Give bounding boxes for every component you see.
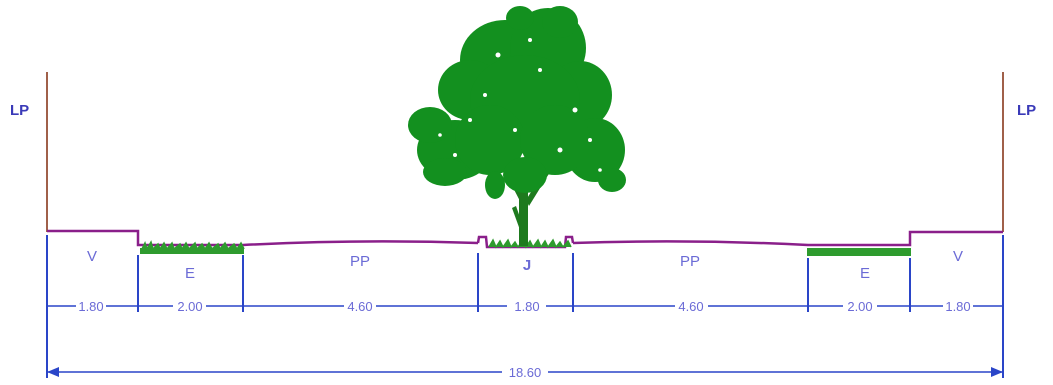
zone-label-median: J [523, 257, 531, 274]
lp-label-right: LP [1017, 102, 1036, 119]
median-grass [488, 238, 572, 249]
dimension-median: 1.80 [514, 299, 539, 314]
tree-icon [408, 6, 626, 246]
dimension-verge-right: 2.00 [847, 299, 872, 314]
dimension-sidewalk-left: 1.80 [78, 299, 103, 314]
grass-strip-left [140, 240, 245, 254]
dimension-lane-right: 4.60 [678, 299, 703, 314]
dimension-sidewalk-right: 1.80 [945, 299, 970, 314]
zone-label-verge-right: E [860, 265, 870, 282]
total-dimension-line [47, 367, 1003, 377]
dimension-lane-left: 4.60 [347, 299, 372, 314]
zone-label-verge-left: E [185, 265, 195, 282]
zone-label-sidewalk-right: V [953, 248, 963, 265]
zone-label-sidewalk-left: V [87, 248, 97, 265]
zone-label-lane-right: PP [680, 253, 700, 270]
zone-label-lane-left: PP [350, 253, 370, 270]
total-width-label: 18.60 [509, 365, 542, 380]
lp-label-left: LP [10, 102, 29, 119]
dimension-verge-left: 2.00 [177, 299, 202, 314]
grass-strip-right [807, 248, 911, 256]
